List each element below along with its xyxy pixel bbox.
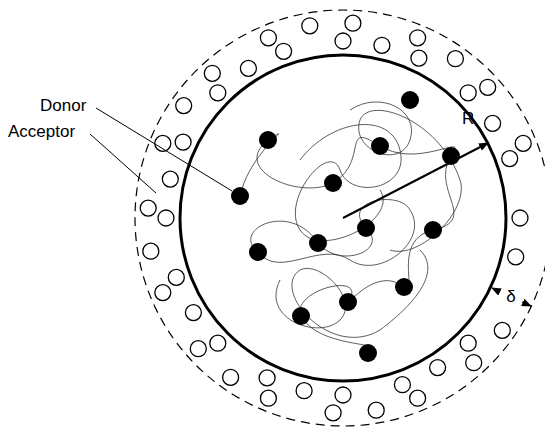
outer-shell [135, 10, 545, 426]
acceptor-circle [162, 171, 178, 187]
acceptor-circle [460, 85, 476, 101]
acceptor-circle [325, 405, 341, 421]
acceptor-circle [485, 115, 501, 131]
acceptor-circle [460, 335, 476, 351]
capture-boundary [180, 55, 506, 381]
acceptor-circle [374, 37, 390, 53]
acceptor-circle [140, 200, 156, 216]
acceptor-circle [335, 33, 351, 49]
acceptor-circle [411, 50, 427, 66]
acceptor-circle [155, 285, 171, 301]
acceptor-circle [335, 387, 351, 403]
thickness-label: δ [504, 288, 517, 307]
acceptor-circle [296, 383, 312, 399]
acceptor-circle [259, 370, 275, 386]
acceptor-circle [494, 322, 510, 338]
acceptor-circle [447, 51, 463, 67]
acceptor-circle [143, 243, 159, 259]
leader-line [96, 108, 232, 191]
acceptor-circle [260, 390, 276, 406]
acceptor-circle [368, 402, 384, 418]
acceptor-circle [210, 335, 226, 351]
acceptor-circle [260, 30, 276, 46]
acceptor-circle [466, 355, 482, 371]
acceptor-circle [190, 341, 206, 357]
acceptor-circle [223, 369, 239, 385]
acceptor-circle [512, 210, 528, 226]
acceptor-circle [276, 43, 292, 59]
radius-arrow [343, 143, 488, 218]
acceptor-circle [480, 79, 496, 95]
acceptor-circle [204, 65, 220, 81]
acceptor-circle [430, 360, 446, 376]
acceptor-circle [302, 18, 318, 34]
thickness-arrow [492, 288, 500, 292]
acceptor-circle [210, 85, 226, 101]
donor-label: Donor [40, 97, 86, 116]
donor-dots [231, 91, 460, 362]
thickness-arrow [522, 302, 531, 306]
random-walk-paths [240, 102, 461, 353]
acceptor-circles [140, 15, 531, 421]
acceptor-circle [394, 377, 410, 393]
acceptor-circle [158, 210, 174, 226]
acceptor-circle [345, 15, 361, 31]
acceptor-label: Acceptor [8, 123, 75, 142]
acceptor-circle [240, 60, 256, 76]
acceptor-circle [410, 30, 426, 46]
acceptor-circle [168, 269, 184, 285]
acceptor-circle [185, 305, 201, 321]
acceptor-circle [515, 135, 531, 151]
acceptor-circle [176, 98, 192, 114]
acceptor-circle [502, 151, 518, 167]
acceptor-circle [508, 249, 524, 265]
acceptor-circle [175, 134, 191, 150]
acceptor-circle [410, 390, 426, 406]
leader-line [90, 134, 156, 193]
radius-label: R [462, 110, 474, 129]
